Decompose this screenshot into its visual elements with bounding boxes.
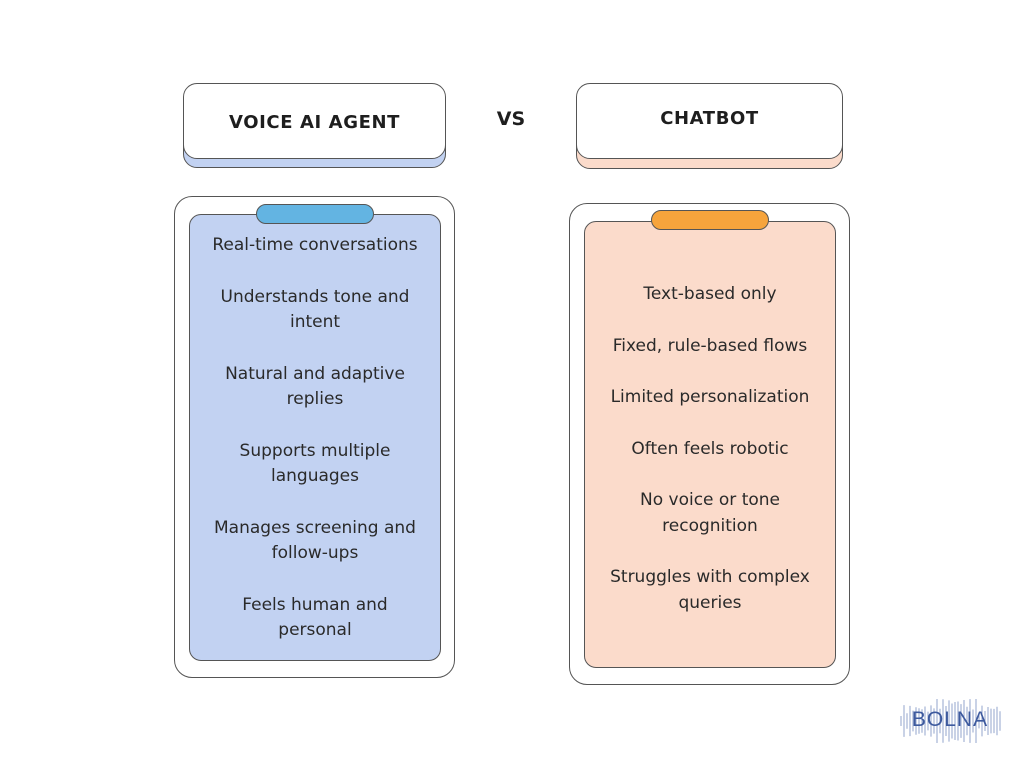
left-phone-notch [256, 204, 374, 224]
right-item-5: No voice or tone recognition [639, 490, 780, 536]
left-phone-screen: Real-time conversations Understands tone… [189, 214, 441, 661]
right-item-1: Text-based only [643, 284, 777, 304]
left-item-4: Supports multiple languages [239, 440, 391, 487]
left-item-1: Real-time conversations [212, 235, 418, 255]
left-item-6: Feels human and personal [242, 594, 388, 641]
left-item-3: Natural and adaptive replies [225, 363, 405, 410]
right-header-title: CHATBOT [576, 83, 843, 159]
right-feature-list: Text-based only Fixed, rule-based flows … [585, 282, 835, 616]
left-feature-list: Real-time conversations Understands tone… [190, 233, 440, 644]
right-phone-notch [651, 210, 769, 230]
right-item-4: Often feels robotic [631, 438, 789, 459]
vs-label: VS [496, 108, 526, 130]
right-phone-screen: Text-based only Fixed, rule-based flows … [584, 221, 836, 668]
right-item-2: Fixed, rule-based flows [612, 335, 808, 356]
logo-text: BOLNA [911, 708, 989, 731]
sound-wave-icon [900, 699, 1001, 743]
left-header-title: VOICE AI AGENT [183, 83, 446, 159]
right-item-3: Limited personalization [610, 387, 810, 407]
left-phone-frame: Real-time conversations Understands tone… [174, 196, 455, 678]
left-item-2: Understands tone and intent [220, 286, 410, 333]
right-item-6: Struggles with complex queries [610, 567, 810, 613]
right-phone-frame: Text-based only Fixed, rule-based flows … [569, 203, 850, 685]
left-item-5: Manages screening and follow-ups [214, 517, 416, 564]
bolna-logo: BOLNA [898, 690, 1002, 752]
